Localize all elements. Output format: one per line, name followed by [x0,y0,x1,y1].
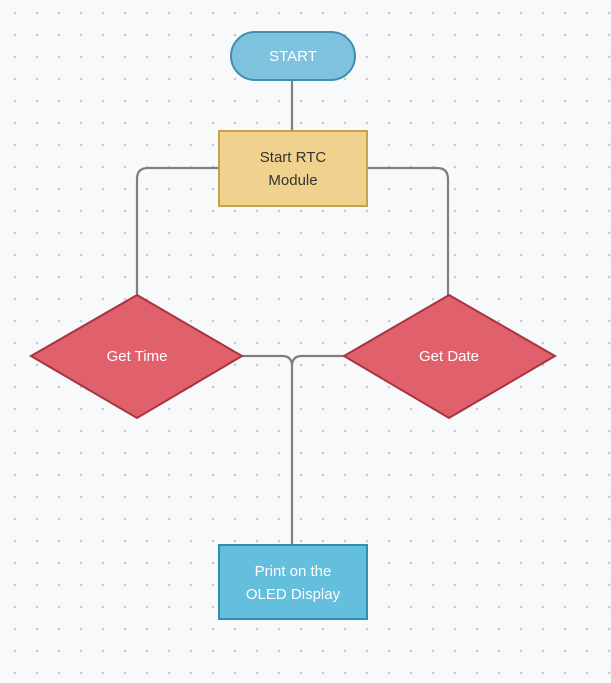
get-date-decision-node[interactable]: Get Date [342,293,557,420]
output-label-line2: OLED Display [246,586,341,603]
start-rtc-process-node[interactable]: Start RTC Module [218,130,368,207]
process-label-line1: Start RTC [260,149,327,166]
connector-process-to-get-time [135,166,219,296]
output-label-line1: Print on the [255,563,332,580]
connector-get-time-to-output [241,354,294,545]
process-label-line2: Module [268,172,317,189]
connectors [135,80,450,545]
get-time-decision-node[interactable]: Get Time [29,293,244,420]
get-date-diamond-shape [342,293,557,420]
get-time-label: Get Time [107,348,168,365]
get-date-label: Get Date [419,348,479,365]
connector-get-date-to-output [290,354,345,367]
print-oled-output-node[interactable]: Print on the OLED Display [218,544,368,620]
get-time-diamond-shape [29,293,244,420]
start-node[interactable]: START [230,31,356,81]
process-box-shape [218,130,368,207]
start-label: START [269,48,317,65]
connector-process-to-get-date [366,166,450,296]
output-box-shape [218,544,368,620]
start-terminal-shape [230,31,356,81]
